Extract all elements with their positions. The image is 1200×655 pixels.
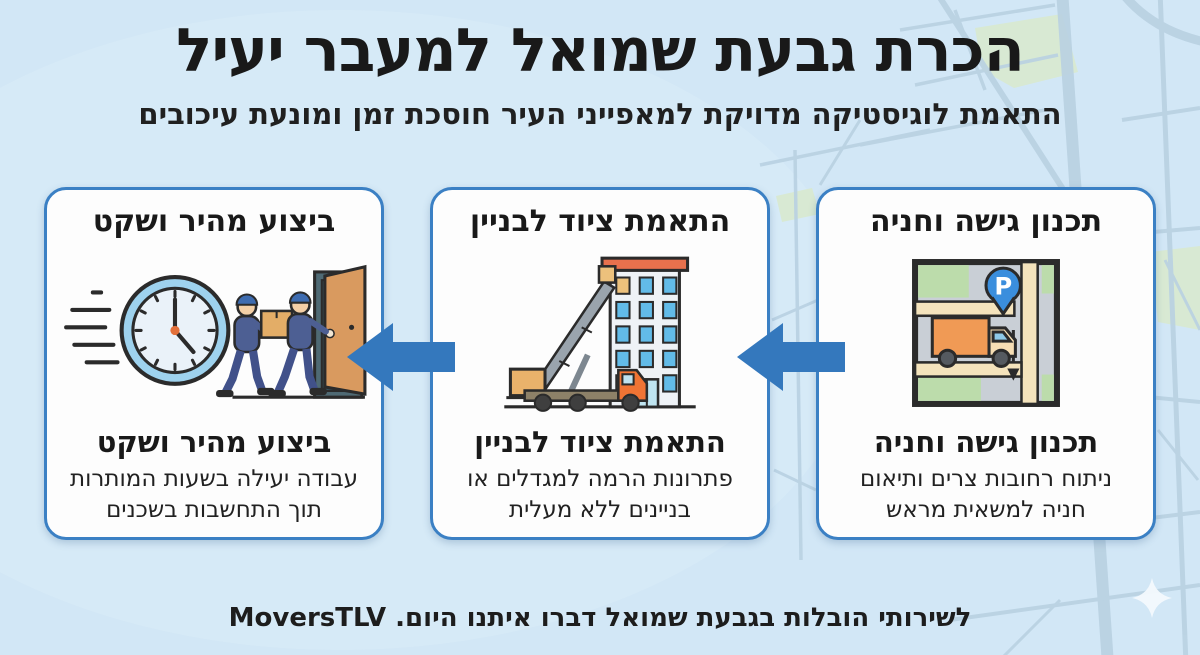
card-title-bottom: תכנון גישה וחניה xyxy=(873,425,1099,459)
truck-parking-map-icon: P xyxy=(910,245,1062,421)
card-body: עבודה יעילה בשעות המותרות תוך התחשבות בש… xyxy=(69,466,359,523)
map-green-patches xyxy=(776,14,1200,330)
footer-cta: לשירותי הובלות בגבעת שמואל דברו איתנו הי… xyxy=(228,603,972,633)
header: הכרת גבעת שמואל למעבר יעיל התאמת לוגיסטי… xyxy=(0,8,1200,131)
card-access-parking: תכנון גישה וחניה xyxy=(816,187,1156,540)
crane-lift-building-icon xyxy=(498,245,702,421)
flow-arrow-1 xyxy=(737,323,845,391)
sparkle-icon xyxy=(1132,578,1172,618)
flow-arrow-2 xyxy=(347,323,455,391)
card-title: ביצוע מהיר ושקט xyxy=(92,204,336,239)
card-body: ניתוח רחובות צרים ותיאום חניה למשאית מרא… xyxy=(859,466,1113,523)
card-title: התאמת ציוד לבניין xyxy=(469,204,731,239)
card-body: פתרונות הרמה למגדלים או בניינים ללא מעלי… xyxy=(467,466,733,523)
cards-row: תכנון גישה וחניה xyxy=(44,187,1156,540)
card-fast-quiet: ביצוע מהיר ושקט xyxy=(44,187,384,540)
card-title-bottom: ביצוע מהיר ושקט xyxy=(96,425,332,459)
card-equipment-building: התאמת ציוד לבניין xyxy=(430,187,770,540)
parking-letter: P xyxy=(994,271,1012,300)
speed-clock-movers-door-icon xyxy=(60,245,368,421)
card-title-bottom: התאמת ציוד לבניין xyxy=(474,425,726,459)
page-subtitle: התאמת לוגיסטיקה מדויקת למאפייני העיר חוס… xyxy=(138,97,1062,131)
card-title: תכנון גישה וחניה xyxy=(869,204,1103,239)
page-title: הכרת גבעת שמואל למעבר יעיל xyxy=(176,16,1025,86)
